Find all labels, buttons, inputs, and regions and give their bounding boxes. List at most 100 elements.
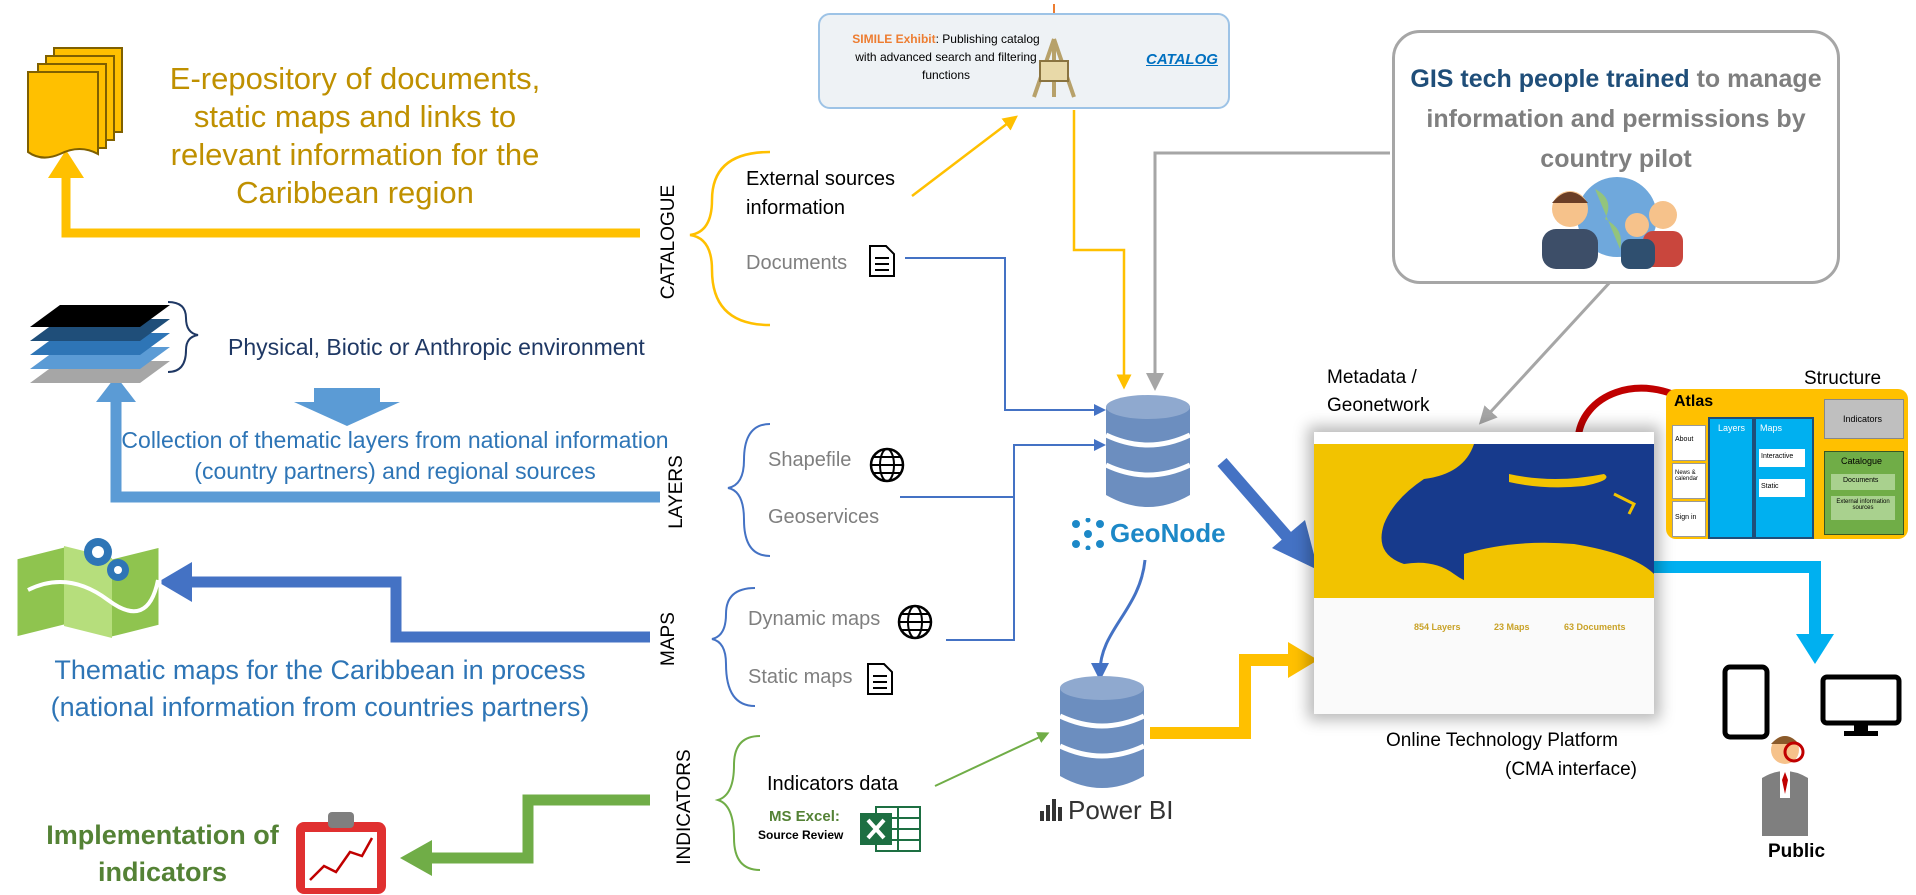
indicators-data-label: Indicators data	[767, 773, 899, 795]
documents-stack-icon	[27, 47, 123, 159]
atlas-cat-documents: Documents	[1831, 474, 1895, 490]
geonode-to-powerbi-arrow	[1091, 559, 1147, 681]
atlas-maps: Maps Interactive Static	[1754, 417, 1814, 539]
simile-to-geonode-line	[1072, 110, 1132, 390]
platform-caption-2: (CMA interface)	[1505, 759, 1637, 780]
atlas-maps-static-text: Static	[1761, 483, 1779, 490]
layers-group-label: LAYERS	[666, 455, 687, 529]
repository-arrow	[48, 150, 640, 238]
platform-to-public-arrow	[1652, 561, 1834, 664]
atlas-layers-text: Layers	[1718, 423, 1746, 433]
indicators-bracket	[714, 735, 761, 871]
external-to-simile-line	[911, 115, 1018, 197]
dynamic-maps-to-geonode-line	[946, 439, 1106, 641]
indicators-description: Implementation of indicators	[46, 820, 279, 887]
gis-training-text: GIS tech people trained to manage inform…	[1395, 59, 1837, 179]
dynamic-maps-label: Dynamic maps	[748, 608, 881, 630]
atlas-news: News & calendar	[1672, 463, 1706, 499]
stat-maps: 23 Maps	[1494, 622, 1530, 632]
powerbi-database-icon	[1058, 676, 1146, 788]
static-maps-label: Static maps	[748, 666, 853, 688]
caribbean-map	[1314, 444, 1654, 598]
catalogue-group-label: CATALOGUE	[658, 184, 679, 300]
external-sources-label: External sources information	[746, 168, 895, 219]
layers-bracket	[727, 423, 771, 557]
globe-icon-2	[897, 604, 933, 640]
catalog-link[interactable]: CATALOG	[1146, 51, 1218, 68]
geonode-to-platform-arrow	[1217, 458, 1318, 570]
public-person-icon	[1762, 736, 1808, 836]
maps-group-label: MAPS	[658, 612, 679, 666]
atlas-cat-documents-text: Documents	[1843, 477, 1879, 484]
atlas-label: Atlas	[1674, 393, 1714, 410]
atlas-indicators-text: Indicators	[1843, 414, 1883, 424]
structure-label: Structure	[1804, 368, 1882, 389]
platform-caption-1: Online Technology Platform	[1386, 730, 1618, 751]
atlas-catalogue-text: Catalogue	[1841, 456, 1883, 466]
stat-layers: 854 Layers	[1414, 622, 1461, 632]
gis-to-geonode-line	[1146, 151, 1390, 391]
powerbi-label: Power BI	[1068, 795, 1174, 825]
gis-training-box: GIS tech people trained to manage inform…	[1392, 30, 1840, 284]
platform-screenshot: 854 Layers 23 Maps 63 Documents	[1314, 432, 1654, 714]
shapefile-label: Shapefile	[768, 449, 852, 471]
layers-arrow	[96, 376, 660, 503]
repository-description: E-repository of documents, static maps a…	[169, 61, 541, 210]
atlas-layers: Layers	[1708, 417, 1754, 539]
catalogue-bracket	[689, 150, 771, 327]
atlas-cat-external-text: External information sources	[1836, 499, 1890, 511]
atlas-signin: Sign in	[1672, 501, 1706, 537]
atlas-indicators: Indicators	[1824, 399, 1904, 439]
source-review-label: Source Review	[758, 828, 844, 842]
atlas-maps-static: Static	[1759, 479, 1805, 497]
powerbi-to-platform-arrow	[1150, 642, 1318, 739]
atlas-maps-interactive-text: Interactive	[1761, 453, 1794, 460]
powerbi-logo-icon	[1040, 799, 1062, 821]
gis-to-metadata-line	[1478, 278, 1614, 425]
metadata-label: Metadata / Geonetwork	[1327, 367, 1430, 416]
atlas-news-text: News & calendar	[1675, 470, 1699, 482]
indicators-arrow	[400, 794, 650, 876]
public-label: Public	[1768, 841, 1826, 862]
indicators-to-powerbi-line	[934, 732, 1050, 787]
platform-map-banner	[1314, 444, 1654, 598]
atlas-cat-external: External information sources	[1831, 496, 1895, 520]
documents-to-geonode-line	[905, 257, 1106, 416]
folded-maps-icon	[14, 538, 162, 640]
exhibit-easel-icon	[1032, 38, 1076, 98]
platform-content: 854 Layers 23 Maps 63 Documents	[1314, 598, 1654, 714]
document-icon-2	[867, 663, 893, 695]
stat-documents: 63 Documents	[1564, 622, 1626, 632]
geonode-logo-icon	[1072, 518, 1104, 550]
atlas-about: About	[1672, 425, 1706, 461]
simile-text: : Publishing catalog with advanced searc…	[855, 32, 1040, 82]
trained-people-globe-icon	[1542, 177, 1683, 269]
ms-excel-label: MS Excel:	[769, 808, 840, 825]
environment-label: Physical, Biotic or Anthropic environmen…	[228, 334, 645, 360]
atlas-maps-text: Maps	[1760, 423, 1783, 433]
environment-down-arrow	[294, 388, 400, 426]
simile-description: SIMILE Exhibit: Publishing catalog with …	[846, 30, 1046, 84]
monitor-icon	[1820, 674, 1902, 736]
atlas-about-text: About	[1675, 436, 1694, 443]
globe-icon	[869, 447, 905, 483]
document-icon	[869, 245, 895, 277]
atlas-maps-interactive: Interactive	[1759, 449, 1805, 467]
maps-bracket	[711, 587, 756, 707]
chart-clipboard-icon	[296, 812, 386, 894]
tablet-icon	[1722, 664, 1770, 740]
geoservices-label: Geoservices	[768, 506, 880, 528]
maps-description: Thematic maps for the Caribbean in proce…	[50, 655, 590, 722]
maps-arrow	[158, 562, 650, 643]
map-layers-icon	[30, 305, 170, 383]
layers-description: Collection of thematic layers from natio…	[121, 427, 669, 484]
gis-training-rest: to manage information and permissions by…	[1426, 65, 1822, 173]
structure-diagram: Atlas About News & calendar Sign in Laye…	[1666, 389, 1908, 539]
atlas-catalogue: Catalogue Documents External information…	[1824, 451, 1904, 535]
documents-label: Documents	[746, 252, 848, 274]
indicators-group-label: INDICATORS	[674, 749, 695, 865]
excel-icon	[860, 806, 921, 852]
environment-brace	[167, 301, 199, 373]
geonode-label: GeoNode	[1110, 518, 1226, 548]
